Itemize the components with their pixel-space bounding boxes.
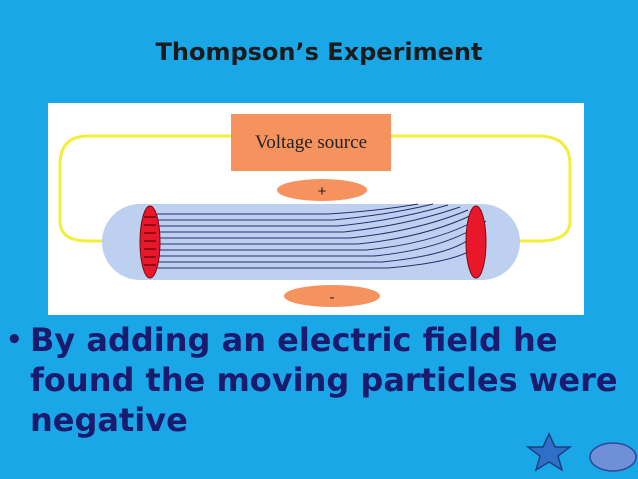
cathode-marks — [144, 216, 156, 266]
voltage-source-box — [231, 114, 391, 171]
negative-plate-label: - — [330, 289, 335, 306]
cathode-electrode — [139, 205, 161, 279]
bullet-icon: • — [6, 325, 23, 355]
cathode-ray-diagram-svg: Voltage source + — [58, 114, 572, 307]
oval-icon[interactable] — [588, 441, 638, 473]
negative-plate — [284, 285, 380, 307]
slide-title: Thompson’s Experiment — [155, 38, 483, 66]
bullet-text: By adding an electric field he found the… — [30, 321, 618, 439]
bullet-point: • By adding an electric field he found t… — [6, 320, 638, 440]
wire-left — [58, 134, 231, 243]
positive-plate — [277, 179, 367, 201]
positive-plate-label: + — [318, 183, 327, 200]
star-icon[interactable] — [524, 432, 574, 472]
cathode-ray-tube — [102, 204, 520, 280]
cathode-ray-diagram: Voltage source + — [48, 103, 584, 315]
wire-right — [391, 134, 572, 243]
anode-electrode — [465, 205, 487, 279]
voltage-source-label: Voltage source — [255, 132, 367, 153]
